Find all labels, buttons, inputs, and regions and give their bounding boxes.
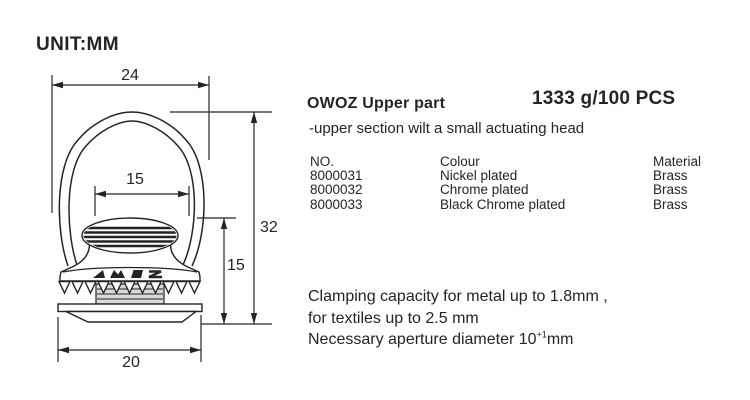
table-cell-material: Brass [653,168,688,184]
dim-base-width: 20 [57,315,272,371]
note-line-2: for textiles up to 2.5 mm [308,309,479,327]
dim-total-height: 32 [170,111,278,324]
table-cell-material: Brass [653,196,688,212]
dim-label-24: 24 [121,67,139,84]
serrated-base [57,280,203,323]
dim-label-20: 20 [122,354,140,371]
teeth-row [57,280,202,295]
unit-label: UNIT:MM [36,34,120,55]
col-header-no: NO. [310,154,335,169]
table-cell-no: 8000033 [310,196,363,212]
col-header-material: Material [653,154,702,169]
technical-drawing: 24 15 32 15 [51,67,278,371]
note-line-1: Clamping capacity for metal up to 1.8mm … [308,288,608,305]
dim-inner-width: 15 [94,171,190,216]
dim-lower-height: 15 [197,217,245,324]
dim-label-32: 32 [260,219,278,236]
knurled-head [81,217,179,254]
product-subtitle: -upper section wilt a small actuating he… [309,120,585,137]
capacity-notes: Clamping capacity for metal up to 1.8mm … [308,286,608,351]
product-title: OWOZ Upper part [307,95,446,112]
col-header-colour: Colour [440,154,480,169]
note-line-3: Necessary aperture diameter 10+1mm [308,329,574,348]
tolerance-superscript: +1 [536,329,547,340]
table-cell-no: 8000031 [310,168,363,184]
weight-per-100: 1333 g/100 PCS [532,88,676,109]
table-cell-no: 8000032 [310,182,363,198]
table-cell-material: Brass [653,182,688,198]
d-ring-outline [58,111,205,267]
stamp-marks-icon [93,270,162,279]
table-cell-colour: Chrome plated [440,182,529,198]
dim-label-lower-15: 15 [227,257,245,274]
table-cell-colour: Black Chrome plated [440,196,566,212]
dim-top-width: 24 [51,67,210,213]
dim-label-inner-15: 15 [126,171,144,188]
table-cell-colour: Nickel plated [440,168,518,184]
parts-table: NO. Colour Material 8000031 Nickel plate… [310,154,740,212]
